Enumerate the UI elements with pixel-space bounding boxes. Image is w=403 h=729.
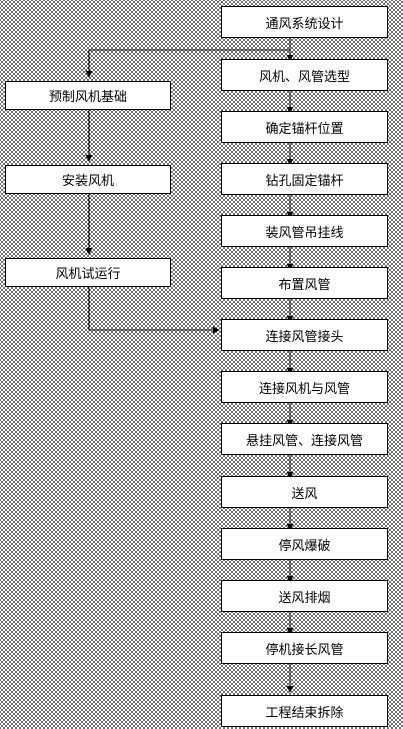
step-fan-duct-selection: 风机、风管选型 — [221, 59, 388, 91]
step-connect-duct-joints: 连接风管接头 — [221, 319, 388, 351]
step-supply-air-exhaust: 送风排烟 — [221, 580, 388, 612]
merge-to-connect-joint-arrow — [88, 286, 220, 334]
side-step-install-fan: 安装风机 — [5, 165, 171, 194]
step-install-hanging-wire: 装风管吊挂线 — [221, 215, 388, 247]
step-arrange-duct: 布置风管 — [221, 267, 388, 299]
step-project-end-dismantle: 工程结束拆除 — [221, 695, 388, 727]
side-step-fan-trial-run: 风机试运行 — [5, 258, 171, 287]
branch-to-prefab-arrow — [85, 49, 290, 78]
step-stop-extend-duct: 停机接长风管 — [221, 632, 388, 664]
side-step-prefab-fan-base: 预制风机基础 — [5, 81, 171, 110]
step-locate-anchors: 确定锚杆位置 — [221, 111, 388, 143]
step-drill-fix-anchors: 钻孔固定锚杆 — [221, 163, 388, 195]
step-connect-fan-duct: 连接风机与风管 — [221, 371, 388, 403]
step-stop-air-blasting: 停风爆破 — [221, 528, 388, 560]
step-supply-air: 送风 — [221, 476, 388, 508]
step-hang-connect-duct: 悬挂风管、连接风管 — [221, 423, 388, 455]
step-ventilation-design: 通风系统设计 — [221, 6, 388, 38]
